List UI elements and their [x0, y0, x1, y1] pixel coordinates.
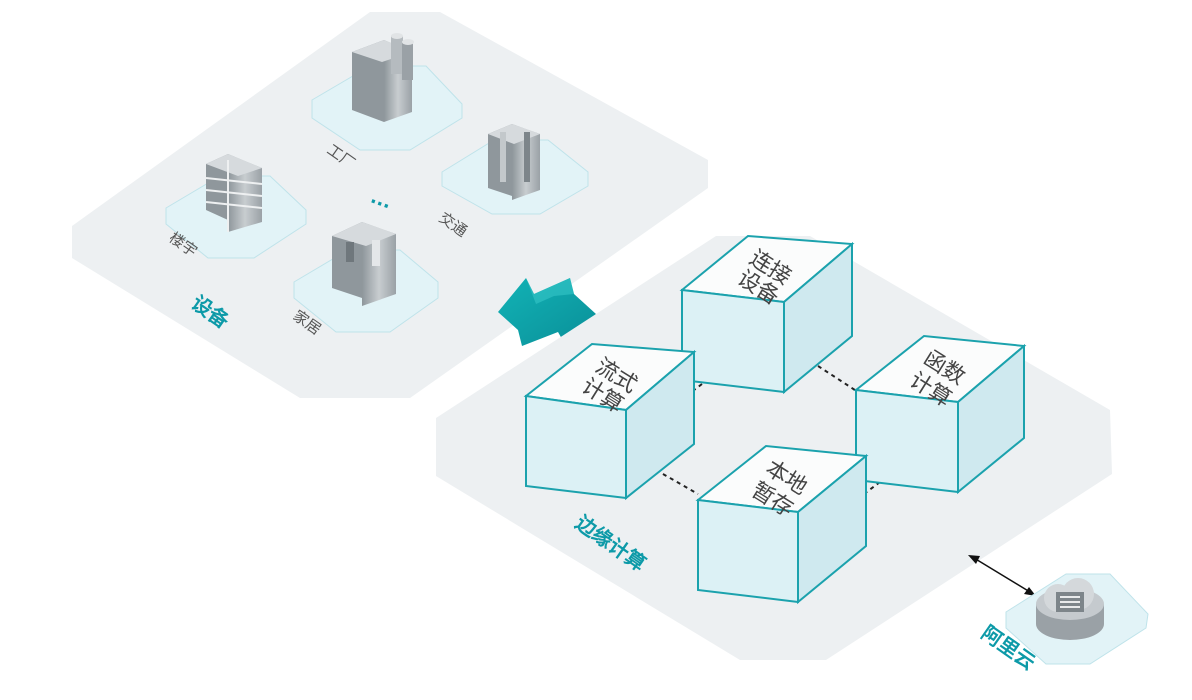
cloud-server-icon	[1036, 578, 1104, 640]
building-node[interactable]: 楼宇	[165, 154, 307, 260]
cloud-node[interactable]: 阿里云	[977, 573, 1149, 675]
factory-icon	[352, 33, 414, 122]
device-platform	[72, 12, 708, 398]
function-compute-box[interactable]: 函数 计算	[853, 334, 1027, 495]
local-storage-box[interactable]: 本地 暂存	[695, 444, 869, 605]
cloud-link-arrow-icon	[968, 555, 1036, 596]
bidirectional-arrow-icon	[498, 278, 596, 346]
traffic-icon	[488, 124, 540, 200]
home-node[interactable]: ··· 家居	[290, 191, 439, 339]
connect-devices-box[interactable]: 连接 设备	[679, 234, 855, 395]
home-icon	[332, 222, 396, 306]
building-icon	[205, 154, 263, 232]
stream-compute-box[interactable]: 流式 计算	[523, 342, 697, 501]
traffic-node[interactable]: 交通	[436, 124, 589, 240]
factory-node[interactable]: 工厂	[311, 33, 463, 172]
